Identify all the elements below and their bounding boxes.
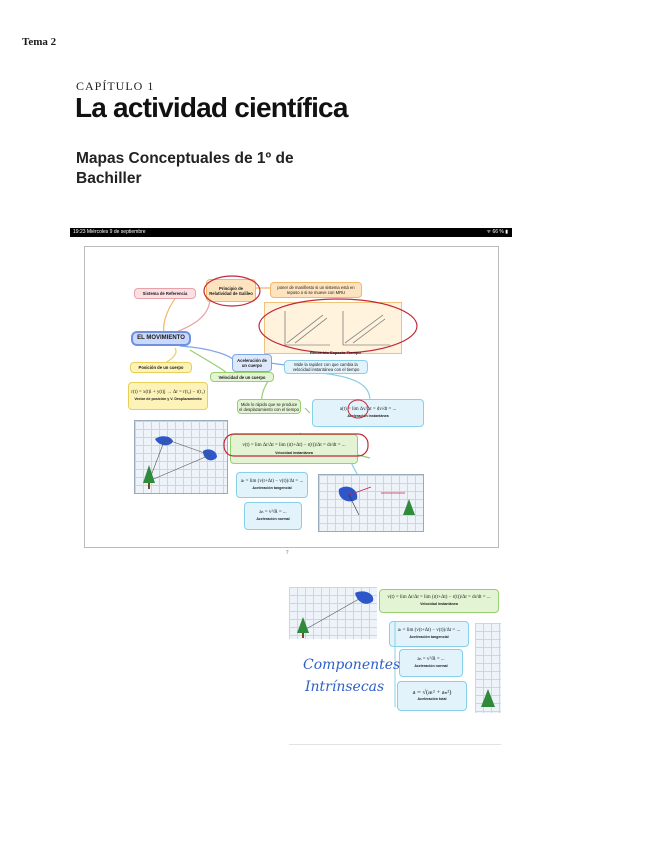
- acel-tang-formula: aₜ = lim (v(t+Δt) − v(t))/Δt = ...: [241, 479, 304, 484]
- detail-crop: v(t) = lim Δr/Δt = lim (r(t+Δt) − r(t))/…: [289, 587, 501, 715]
- page-title: La actividad científica: [75, 92, 348, 124]
- node-movimiento: EL MOVIMIENTO: [131, 331, 191, 346]
- hand-circle-annotation: [202, 274, 262, 308]
- page-number: 7: [286, 551, 289, 556]
- section-heading: Tema 2: [22, 36, 56, 48]
- crop-vel-formula: v(t) = lim Δr/Δt = lim (r(t+Δt) − r(t))/…: [387, 595, 490, 600]
- node-aceleracion-tangencial: aₜ = lim (v(t+Δt) − v(t))/Δt = ... Acele…: [236, 472, 308, 498]
- hand-circle-small: [346, 398, 370, 420]
- posicion-formula-text: r(t) = x(t)i + y(t)j → Δr = r(t₂) − r(t₁…: [131, 390, 205, 395]
- node-posicion-cuerpo: Posición de un cuerpo: [130, 362, 192, 373]
- crop-trajectory: [289, 587, 377, 639]
- crop-connectors: [391, 617, 481, 715]
- node-mide-rapidez: Mide la rapidez con que cambia la veloci…: [284, 360, 368, 374]
- acel-norm-label: Aceleración normal: [256, 517, 289, 522]
- trajectory-drawing: [135, 421, 227, 493]
- components-drawing: [319, 475, 423, 531]
- hand-circle-graph: [256, 296, 420, 356]
- trajectory-illustration: [134, 420, 228, 494]
- node-aceleracion-cuerpo: Aceleración de un cuerpo: [232, 354, 272, 372]
- handwritten-line-2: Intrínsecas: [305, 679, 384, 695]
- components-illustration: [318, 474, 424, 532]
- node-mide-desplazamiento: Mide lo rápido que se produce el desplaz…: [237, 399, 301, 414]
- acel-tang-label: Aceleración tangencial: [252, 486, 291, 491]
- hand-circle-velocity: [222, 432, 370, 458]
- acel-norm-formula: aₙ = v²/R = ...: [259, 510, 286, 515]
- vector-posicion-label: Vector de posición y V. Desplazamiento: [134, 397, 201, 402]
- crop-trajectory-drawing: [289, 587, 377, 639]
- crop-vel-label: Velocidad instantánea: [420, 602, 458, 607]
- node-velocidad-cuerpo: Velocidad de un cuerpo: [210, 372, 274, 382]
- divider: [289, 744, 501, 745]
- node-posicion-formula: r(t) = x(t)i + y(t)j → Δr = r(t₂) − r(t₁…: [128, 382, 208, 410]
- crop-vel-inst: v(t) = lim Δr/Δt = lim (r(t+Δt) − r(t))/…: [379, 589, 499, 613]
- page-subtitle: Mapas Conceptuales de 1º de Bachiller: [76, 149, 316, 189]
- handwritten-line-1: Componentes: [303, 657, 400, 673]
- node-aceleracion-normal: aₙ = v²/R = ... Aceleración normal: [244, 502, 302, 530]
- node-sistema-referencia: Sistema de Referencia: [134, 288, 196, 299]
- graph-caption: Recorrido Espacio-Tiempo: [310, 350, 361, 355]
